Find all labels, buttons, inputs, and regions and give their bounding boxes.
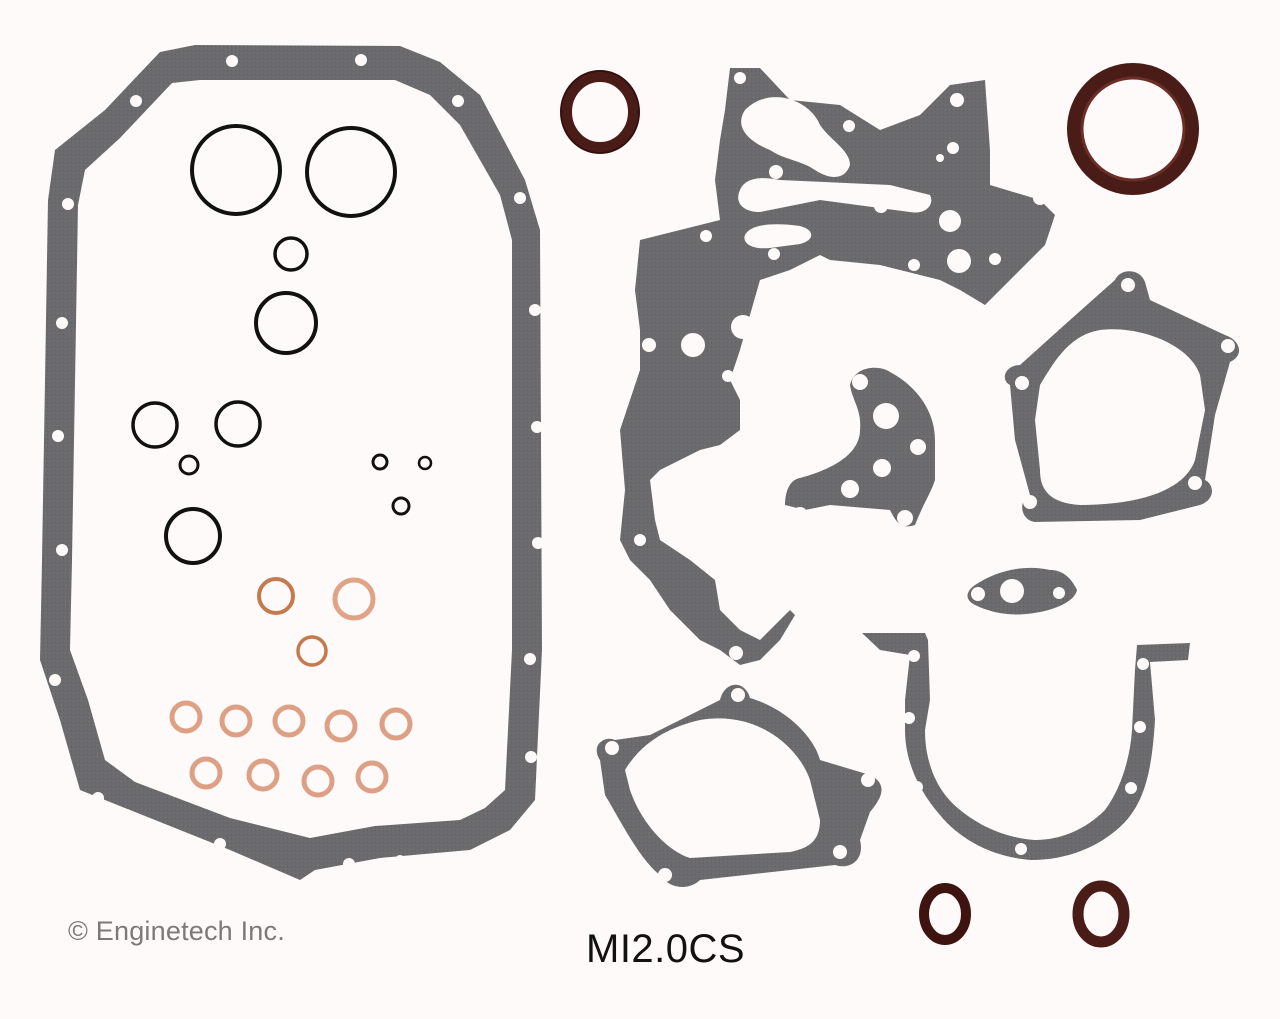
o-ring bbox=[214, 400, 262, 448]
o-ring bbox=[273, 236, 309, 272]
o-ring bbox=[164, 507, 222, 565]
oil-seal-small-top bbox=[560, 70, 640, 154]
o-rings bbox=[131, 124, 433, 565]
copper-washer bbox=[219, 704, 253, 738]
copper-washer bbox=[257, 577, 295, 615]
o-ring bbox=[417, 455, 433, 471]
copyright-caption: © Enginetech Inc. bbox=[68, 916, 285, 946]
o-ring bbox=[391, 496, 411, 516]
copper-washer bbox=[246, 758, 280, 792]
copper-washer bbox=[301, 764, 335, 798]
oil-seal-small-bottom-right bbox=[1072, 880, 1130, 948]
copper-washers bbox=[169, 577, 413, 798]
copper-washer bbox=[379, 707, 413, 741]
rear-seal-retainer-gasket bbox=[862, 633, 1190, 860]
o-ring bbox=[190, 124, 282, 216]
copper-washer bbox=[189, 756, 223, 790]
copper-washer bbox=[324, 709, 358, 743]
copper-washer bbox=[169, 700, 203, 734]
copper-washer bbox=[296, 635, 328, 667]
oil-pan-gasket bbox=[40, 45, 544, 880]
water-pump-gasket-left bbox=[596, 684, 882, 887]
oil-seals bbox=[560, 63, 1199, 948]
small-plate-gasket bbox=[785, 367, 935, 527]
o-ring bbox=[178, 454, 200, 476]
copper-washer bbox=[332, 577, 376, 621]
copper-washer bbox=[272, 704, 306, 738]
water-pump-gasket-right bbox=[1004, 271, 1240, 522]
flange-gasket bbox=[967, 567, 1077, 615]
part-number-label: MI2.0CS bbox=[586, 927, 746, 971]
oil-seal-large bbox=[1067, 63, 1199, 195]
oil-seal-small-bottom-left bbox=[919, 883, 971, 945]
o-ring bbox=[254, 291, 318, 355]
o-ring bbox=[131, 401, 179, 449]
o-ring bbox=[371, 453, 389, 471]
copper-washer bbox=[355, 760, 389, 794]
oil-pump-gasket bbox=[620, 68, 1055, 665]
o-ring bbox=[305, 126, 397, 218]
